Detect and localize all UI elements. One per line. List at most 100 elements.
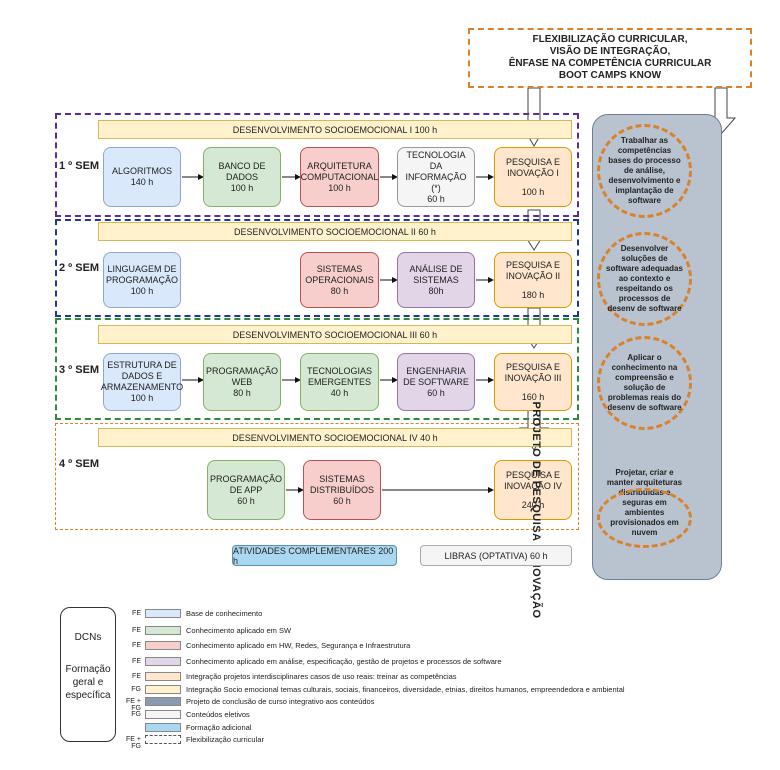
legend-swatch	[145, 641, 181, 650]
course-name: PROGRAMAÇÃO WEB	[206, 365, 279, 387]
course-hours: 160 h	[521, 391, 545, 402]
course-name: LINGUAGEM DE PROGRAMAÇÃO	[106, 263, 179, 285]
legend-text: Conhecimento aplicado em HW, Redes, Segu…	[186, 641, 411, 650]
atividades-complementares: ATIVIDADES COMPLEMENTARES 200 h	[232, 545, 397, 566]
course-hours: 100 h	[130, 393, 154, 403]
course-hours: 80 h	[330, 285, 349, 296]
semester-3-group	[55, 318, 579, 420]
course-hours: 100 h	[130, 285, 154, 296]
flex-line: ÊNFASE NA COMPETÊNCIA CURRICULAR	[508, 58, 712, 69]
legend-text: Flexibilização curricular	[186, 735, 264, 744]
socioemocional-bar: DESENVOLVIMENTO SOCIOEMOCIONAL IV 40 h	[98, 428, 572, 447]
legend-swatch	[145, 657, 181, 666]
competency-circle: Trabalhar as competências bases do proce…	[597, 124, 692, 218]
course-name: SISTEMAS OPERACIONAIS	[305, 263, 374, 285]
socioemocional-bar: DESENVOLVIMENTO SOCIOEMOCIONAL I 100 h	[98, 120, 572, 139]
course-name: ENGENHARIA DE SOFTWARE	[403, 365, 469, 387]
semester-label: 3 º SEM	[59, 364, 100, 376]
course-name: TECNOLOGIA DA INFORMAÇÃO (*)	[405, 149, 467, 193]
legend-text: Integração Socio emocional temas cultura…	[186, 685, 625, 694]
legend-text: Base de conhecimento	[186, 609, 263, 618]
semester-2-group	[55, 219, 579, 317]
legend-code: FE	[132, 658, 141, 665]
course-name: SISTEMAS DISTRIBUÍDOS	[309, 473, 374, 495]
semester-label: 2 º SEM	[59, 262, 100, 274]
course-name: ESTRUTURA DE DADOS E ARMAZENAMENTO	[100, 360, 184, 392]
legend-text: Formação adicional	[186, 723, 252, 732]
legend-code: FE + FG	[126, 736, 141, 750]
course-name: PROGRAMAÇÃO DE APP	[210, 473, 283, 495]
course-name: PESQUISA E INOVAÇÃO III	[504, 361, 562, 383]
competency-circle: Desenvolver soluções de software adequad…	[597, 232, 692, 326]
legend-swatch	[145, 609, 181, 618]
course-hours: 100 h	[521, 186, 545, 197]
legend-code: FE	[132, 673, 141, 680]
course-hours: 80 h	[233, 387, 251, 398]
course-name: BANCO DE DADOS	[218, 160, 266, 182]
course-name: ARQUITETURA COMPUTACIONAL	[300, 160, 379, 182]
flexibilizacao-box: FLEXIBILIZAÇÃO CURRICULAR, VISÃO DE INTE…	[468, 28, 752, 88]
circle-outline	[597, 488, 692, 548]
course-name: PESQUISA E INOVAÇÃO IV	[504, 469, 562, 491]
semester-1-group	[55, 113, 579, 217]
course-hours: 60 h	[237, 495, 255, 506]
legend-swatch	[145, 735, 181, 744]
legend-code: FE	[132, 627, 141, 634]
flex-line: VISÃO DE INTEGRAÇÃO,	[549, 46, 671, 57]
course-hours: 100 h	[328, 182, 351, 193]
course-box: PESQUISA E INOVAÇÃO III 160 h	[494, 353, 572, 411]
legend-formacao: Formação geral e específica	[65, 664, 111, 701]
course-hours: 140 h	[130, 177, 154, 187]
course-hours: 80h	[428, 285, 444, 296]
legend-dcns: DCNs	[74, 632, 102, 643]
legend-code: FE	[132, 610, 141, 617]
socioemocional-bar: DESENVOLVIMENTO SOCIOEMOCIONAL III 60 h	[98, 325, 572, 344]
course-box: PESQUISA E INOVAÇÃO I 100 h	[494, 147, 572, 207]
project-title: PROJETO DE PESQUISA E INOVAÇÃO	[530, 401, 542, 619]
legend-swatch	[145, 710, 181, 719]
course-box: PESQUISA E INOVAÇÃO II 180 h	[494, 252, 572, 308]
course-name: PESQUISA E INOVAÇÃO I	[505, 156, 561, 178]
course-hours: 40 h	[330, 387, 349, 398]
legend-code: FG	[131, 686, 141, 693]
course-name: TECNOLOGIAS EMERGENTES	[306, 365, 372, 387]
competency-circle: Aplicar o conhecimento na compreensão e …	[597, 336, 692, 430]
legend-text: Conhecimento aplicado em análise, especi…	[186, 657, 502, 666]
course-box: PESQUISA E INOVAÇÃO IV 240 h	[494, 460, 572, 520]
course-hours: 100 h	[230, 182, 254, 193]
course-hours: 180 h	[521, 289, 545, 300]
course-name: ALGORITMOS	[111, 166, 172, 176]
course-name: PESQUISA E INOVAÇÃO II	[505, 259, 561, 281]
semester-4-group	[55, 423, 579, 530]
legend-side-box: DCNs Formação geral e específica	[60, 607, 116, 742]
course-box: TECNOLOGIA DA INFORMAÇÃO (*)60 h	[397, 147, 475, 207]
semester-label: 4 º SEM	[59, 458, 100, 470]
legend-code: FE	[132, 642, 141, 649]
course-hours: 60 h	[427, 193, 445, 204]
course-name: ANÁLISE DE SISTEMAS	[409, 263, 463, 285]
legend-swatch	[145, 697, 181, 706]
socioemocional-bar: DESENVOLVIMENTO SOCIOEMOCIONAL II 60 h	[98, 222, 572, 241]
legend-text: Conhecimento aplicado em SW	[186, 626, 292, 635]
legend-text: Projeto de conclusão de curso integrativ…	[186, 697, 375, 706]
libras: LIBRAS (OPTATIVA) 60 h	[420, 545, 572, 566]
legend-code: FE + FG	[126, 698, 141, 712]
course-hours: 60 h	[333, 495, 351, 506]
course-hours: 240 h	[521, 499, 545, 510]
course-hours: 60 h	[427, 387, 445, 398]
legend-swatch	[145, 626, 181, 635]
legend-swatch	[145, 685, 181, 694]
legend-code: FG	[131, 711, 141, 718]
legend-text: Conteúdos eletivos	[186, 710, 250, 719]
legend-swatch	[145, 723, 181, 732]
legend-swatch	[145, 672, 181, 681]
